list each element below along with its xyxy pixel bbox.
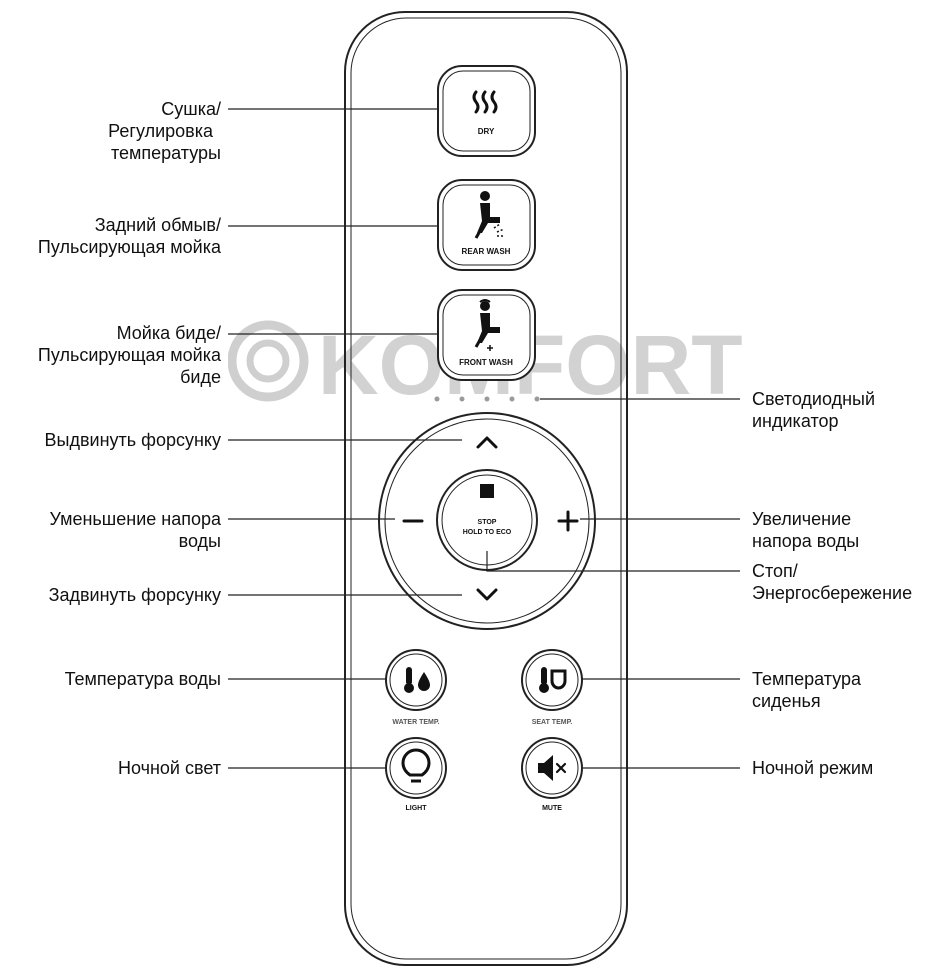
- water-temp-button[interactable]: [385, 649, 447, 711]
- label-water-temp-line1: Температура воды: [64, 669, 221, 689]
- rear-wash-button-label: REAR WASH: [462, 247, 511, 256]
- remote-body: [344, 11, 628, 966]
- led-indicator: [434, 396, 540, 402]
- label-dry: Сушка/ Регулировка температуры: [108, 98, 221, 164]
- label-rear-wash-line2: Пульсирующая мойка: [37, 237, 221, 257]
- stop-button-label-line1: STOP: [478, 519, 497, 526]
- remote-body-inner: [350, 17, 622, 960]
- mute-button-label: MUTE: [542, 805, 562, 812]
- label-front-wash-line3: биде: [180, 367, 221, 387]
- label-seat-temp-line2: сиденья: [752, 691, 821, 711]
- light-button[interactable]: [385, 737, 447, 799]
- seat-temperature-icon: [539, 667, 567, 693]
- label-night-light: Ночной свет: [118, 757, 221, 779]
- seat-temp-button-label: SEAT TEMP.: [532, 719, 573, 726]
- light-button-label: LIGHT: [406, 805, 428, 812]
- speaker-mute-icon: [538, 755, 567, 781]
- rear-wash-icon: [474, 191, 505, 239]
- label-pressure-down: Уменьшение напора воды: [49, 508, 221, 552]
- heat-waves-icon: [472, 90, 498, 114]
- dry-button[interactable]: DRY: [437, 65, 536, 157]
- label-dry-line2: Регулировка: [108, 121, 213, 141]
- label-led-line2: индикатор: [752, 411, 839, 431]
- nozzle-out-button[interactable]: [476, 436, 498, 449]
- front-wash-button-label: FRONT WASH: [459, 358, 513, 367]
- stop-button-label-line2: HOLD TO ECO: [463, 529, 512, 536]
- label-night-light-line1: Ночной свет: [117, 758, 221, 778]
- label-pressure-up: Увеличение напора воды: [752, 508, 859, 552]
- label-seat-temp-line1: Температура: [752, 669, 862, 689]
- label-dry-line1: Сушка/: [161, 99, 221, 119]
- label-pressure-down-line1: Уменьшение напора: [49, 509, 221, 529]
- rear-wash-button[interactable]: REAR WASH: [437, 179, 536, 271]
- label-pressure-up-line1: Увеличение: [752, 509, 852, 529]
- light-bulb-icon: [401, 748, 431, 783]
- label-led-line1: Светодиодный: [752, 389, 876, 409]
- water-temp-button-label: WATER TEMP.: [392, 719, 439, 726]
- stop-square-icon: [480, 484, 494, 498]
- nozzle-in-button[interactable]: [476, 588, 498, 601]
- water-temperature-icon: [404, 667, 430, 693]
- callout-stop: [486, 551, 740, 572]
- label-dry-line3: температуры: [110, 143, 221, 163]
- label-rear-wash: Задний обмыв/ Пульсирующая мойка: [38, 214, 221, 258]
- label-front-wash-line2: Пульсирующая мойка: [37, 345, 221, 365]
- label-pressure-down-line2: воды: [178, 531, 221, 551]
- label-seat-temp: Температура сиденья: [752, 668, 861, 712]
- label-front-wash-line1: Мойка биде/: [116, 323, 221, 343]
- label-nozzle-out-line1: Выдвинуть форсунку: [44, 430, 221, 450]
- seat-temp-button[interactable]: [521, 649, 583, 711]
- label-nozzle-in: Задвинуть форсунку: [49, 584, 221, 606]
- callout-lines: [228, 108, 740, 769]
- label-stop: Стоп/ Энергосбережение: [752, 560, 912, 604]
- pressure-up-button[interactable]: [557, 510, 579, 532]
- label-led: Светодиодный индикатор: [752, 388, 875, 432]
- label-pressure-up-line2: напора воды: [752, 531, 860, 551]
- label-water-temp: Температура воды: [65, 668, 221, 690]
- label-stop-line1: Стоп/: [752, 561, 798, 581]
- label-nozzle-in-line1: Задвинуть форсунку: [48, 585, 221, 605]
- label-nozzle-out: Выдвинуть форсунку: [45, 429, 221, 451]
- label-stop-line2: Энергосбережение: [752, 583, 913, 603]
- label-night-mode-line1: Ночной режим: [752, 758, 874, 778]
- front-wash-button[interactable]: FRONT WASH: [437, 289, 536, 381]
- mute-button[interactable]: [521, 737, 583, 799]
- label-rear-wash-line1: Задний обмыв/: [94, 215, 221, 235]
- label-front-wash: Мойка биде/ Пульсирующая мойка биде: [38, 322, 221, 388]
- dry-button-label: DRY: [478, 127, 495, 136]
- label-night-mode: Ночной режим: [752, 757, 873, 779]
- front-wash-icon: [474, 299, 500, 351]
